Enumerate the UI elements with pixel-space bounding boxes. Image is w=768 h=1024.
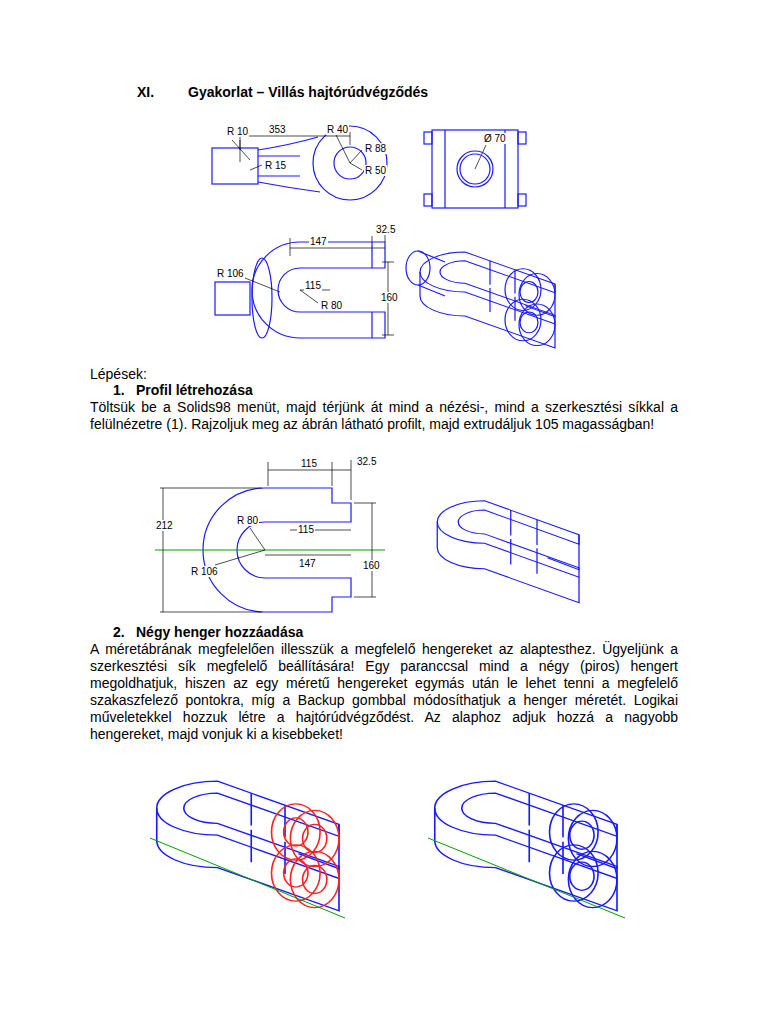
extruded-profile: [437, 501, 579, 603]
dimension: R 106: [216, 268, 245, 279]
dimension: 160: [362, 560, 381, 571]
dimension: R 10: [226, 126, 249, 137]
dimension: 115: [300, 458, 318, 469]
step-heading: Profil létrehozása: [136, 382, 253, 399]
result-solid: [435, 781, 617, 911]
dimension: 32.5: [356, 456, 377, 467]
dimension: 147: [298, 558, 317, 569]
cylinders-added: [157, 781, 339, 911]
dimension-lines: [245, 232, 394, 335]
dimension: 32.5: [375, 224, 396, 235]
paragraph: A méretábrának megfelelően illesszük a m…: [90, 641, 678, 743]
dimension: 160: [380, 292, 399, 303]
paragraph: Töltsük be a Solids98 menüt, majd térjün…: [90, 399, 678, 433]
dimension: R 50: [364, 165, 387, 176]
dimension: 353: [268, 124, 287, 135]
steps-heading: Lépések:: [90, 366, 147, 383]
dimension: 115: [304, 280, 322, 291]
dimension-lines: [232, 132, 486, 170]
step-heading: Négy henger hozzáadása: [136, 624, 303, 641]
page-title: Gyakorlat – Villás hajtórúdvégződés: [188, 84, 428, 101]
axis-line: [428, 838, 625, 918]
dimension-lines: [160, 460, 376, 612]
top-view: [212, 126, 387, 200]
dimension: 115: [297, 524, 315, 535]
front-view: [215, 242, 385, 338]
dimension: 212: [155, 520, 174, 531]
axis-line: [155, 550, 385, 551]
dimension: 147: [309, 236, 328, 247]
dimension: R 80: [320, 300, 343, 311]
dimension: R 88: [364, 143, 387, 154]
axis-line: [150, 838, 345, 918]
dimension: R 80: [236, 515, 259, 526]
dimension: R 40: [326, 124, 349, 135]
dimension: R 106: [190, 566, 219, 577]
step-number: 1.: [113, 382, 125, 399]
dimension: Ø 70: [483, 133, 507, 144]
step-number: 2.: [113, 624, 125, 641]
section-number: XI.: [137, 84, 154, 101]
iso-view: [406, 251, 555, 348]
end-view: [424, 130, 526, 208]
dimension: R 15: [264, 160, 287, 171]
